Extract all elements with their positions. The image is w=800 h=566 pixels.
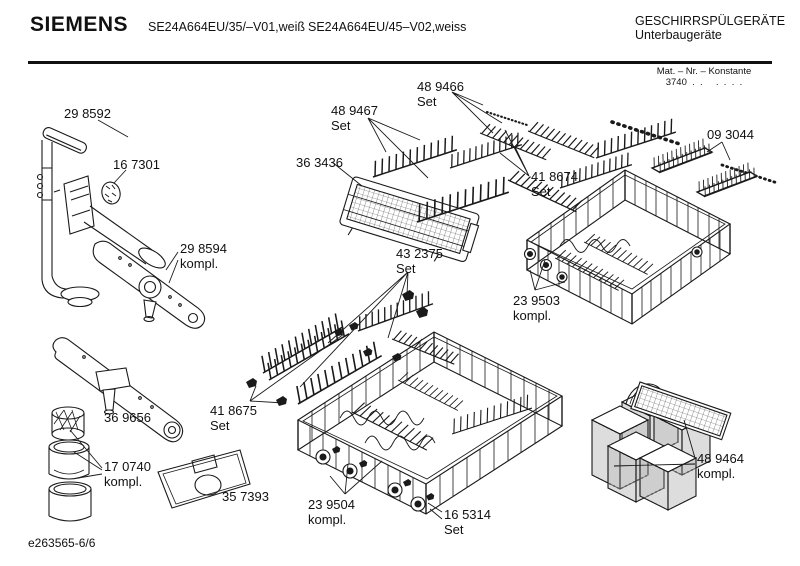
header-divider (28, 61, 772, 64)
upper-basket-drawing (523, 169, 732, 325)
upper-spray-arm-assembly-drawing (53, 175, 166, 269)
lower-spray-arm-drawing (52, 337, 184, 443)
model-variant-2: SE24A664EU/45–V02,weiss (308, 20, 467, 34)
spray-arm-drawing (92, 240, 206, 329)
leader-lines (69, 91, 731, 520)
part-label-29-8592: 29 8592 (64, 106, 111, 121)
part-label-16-7301: 16 7301 (113, 157, 160, 172)
model-variant-1: SE24A664EU/35/–V01,weiß (148, 20, 306, 34)
material-number-label: Mat. – Nr. – Konstante (656, 66, 752, 77)
material-number-box: Mat. – Nr. – Konstante 3740 . . . . . . (638, 66, 770, 88)
cutlery-tray-drawing (339, 176, 480, 263)
category-subtitle: Unterbaugeräte (635, 28, 722, 42)
cutlery-basket-drawing (590, 381, 732, 511)
part-label-35-7393: 35 7393 (222, 489, 269, 504)
siemens-logo: SIEMENS (30, 13, 129, 36)
lower-basket-drawing (296, 331, 564, 515)
filter-set-drawing (48, 406, 92, 522)
category-block: GESCHIRRSPÜLGERÄTE Unterbaugeräte (635, 14, 785, 42)
part-label-36-3436: 36 3436 (296, 155, 343, 170)
base-plate-drawing (157, 449, 251, 509)
category-title: GESCHIRRSPÜLGERÄTE (635, 14, 786, 28)
part-label-36-9656: 36 9656 (104, 410, 151, 425)
small-insert-racks-drawing (649, 138, 759, 198)
document-number: e263565-6/6 (28, 536, 96, 550)
small-nozzle-part-drawing (101, 181, 121, 205)
material-number-value: 3740 . . . . . . (665, 77, 743, 88)
part-label-09-3044: 09 3044 (707, 127, 754, 142)
water-feed-pipe-drawing (36, 127, 100, 308)
